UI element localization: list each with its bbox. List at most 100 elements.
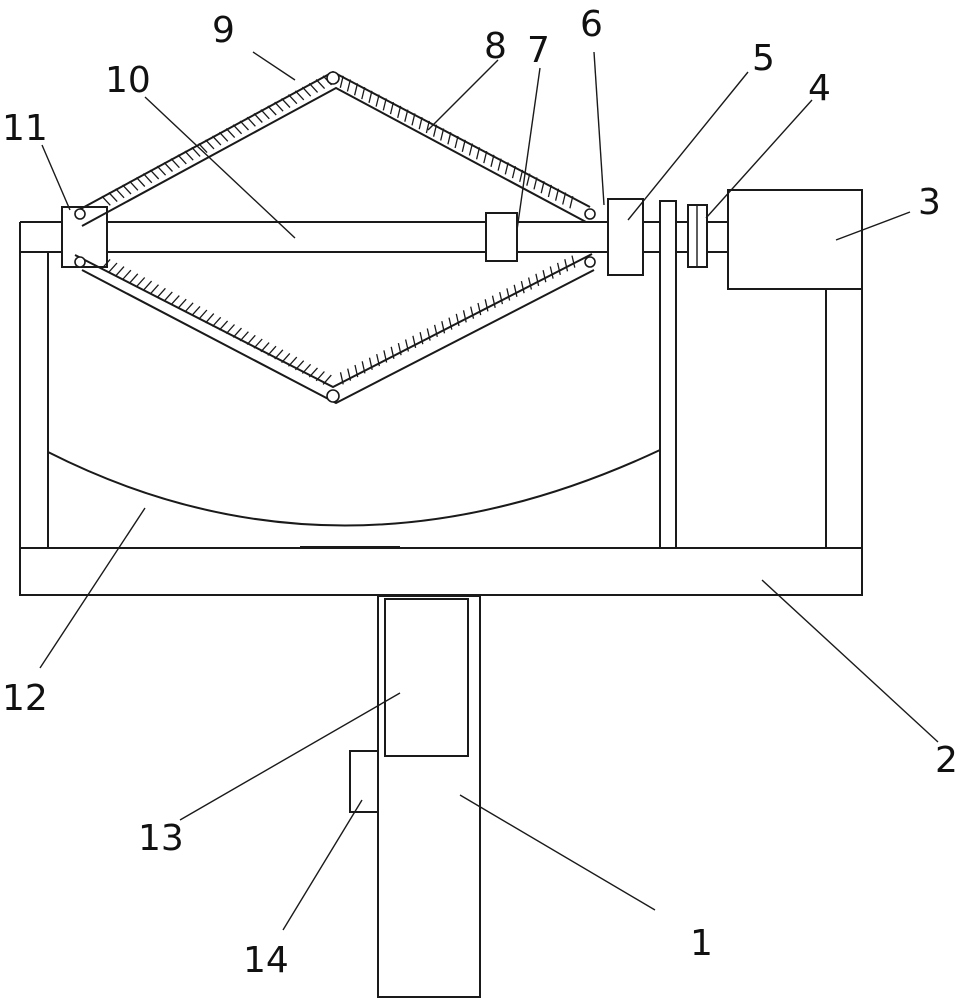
bristle (339, 75, 344, 88)
bristle (115, 266, 125, 277)
bristle (564, 259, 569, 272)
leader-12 (39, 507, 146, 669)
bristle (535, 273, 540, 287)
label-7: 7 (527, 30, 550, 71)
bristle (122, 184, 132, 195)
bristle (519, 169, 524, 183)
bristle (142, 280, 153, 291)
bristle (477, 302, 482, 316)
top-hinge-pin (326, 71, 340, 85)
bristle (556, 262, 561, 276)
bristle (101, 195, 111, 206)
bristle (475, 147, 481, 160)
left-lower-pin (74, 256, 86, 268)
leader-10 (144, 96, 296, 239)
bristle (177, 154, 187, 165)
bristle (136, 277, 146, 288)
bristle (470, 306, 475, 319)
bristle (122, 269, 132, 280)
bristle (129, 273, 139, 284)
bristle (260, 109, 270, 120)
bristle (491, 295, 496, 308)
bristle (205, 313, 215, 324)
bristle (315, 371, 325, 382)
bristle (483, 150, 488, 164)
bristle (198, 309, 208, 320)
bristle (301, 86, 312, 97)
bristle (315, 79, 326, 90)
leader-14 (282, 799, 363, 931)
bristle (322, 374, 332, 385)
bristle (432, 124, 438, 137)
bristle (218, 320, 229, 331)
upper-link-inner (81, 86, 587, 227)
bristle (419, 332, 424, 345)
label-1: 1 (690, 923, 713, 964)
bristle (267, 345, 277, 356)
bottom-hinge-pin (326, 389, 340, 403)
label-8: 8 (484, 26, 507, 67)
bristle (375, 94, 380, 107)
bristle (212, 135, 222, 146)
bristle (504, 162, 509, 175)
bristle (156, 165, 167, 176)
bristle (383, 350, 388, 363)
leader-8 (427, 59, 499, 131)
label-11: 11 (2, 108, 48, 149)
bristle (246, 334, 256, 346)
label-3: 3 (918, 182, 941, 223)
bristle (239, 331, 249, 342)
label-12: 12 (2, 678, 48, 719)
bristle (218, 131, 229, 142)
leader-13 (179, 692, 401, 821)
bristle (542, 270, 547, 283)
bristle (308, 82, 319, 93)
bristle (441, 321, 446, 334)
bristle (547, 184, 552, 198)
label-13: 13 (138, 818, 184, 859)
bristle (281, 352, 291, 364)
bristle (526, 173, 531, 186)
bristle (520, 280, 525, 294)
bristle (412, 335, 417, 349)
bristle (170, 158, 180, 169)
bristle (497, 158, 502, 171)
vertical-support-plate (659, 200, 677, 549)
bristle (232, 124, 243, 135)
switch-box (349, 750, 379, 813)
bristle (163, 161, 173, 172)
bristle (462, 310, 467, 323)
bristle (129, 180, 139, 191)
lower-link-inner (81, 269, 595, 405)
label-6: 6 (580, 4, 603, 45)
label-5: 5 (752, 38, 775, 79)
bristle (433, 324, 438, 338)
right-upper-pin (584, 208, 596, 220)
leader-11 (41, 144, 71, 211)
bristle (490, 154, 495, 167)
bristle (108, 192, 118, 203)
bristle (212, 316, 222, 327)
bristle (554, 188, 560, 201)
leader-9 (252, 51, 296, 81)
bristle (411, 113, 416, 126)
bristle (308, 367, 318, 378)
bristle (177, 298, 187, 309)
bristle (440, 128, 445, 141)
label-4: 4 (808, 68, 831, 109)
bristle (511, 165, 517, 179)
bristle (404, 339, 410, 352)
bristle (115, 188, 125, 199)
label-14: 14 (243, 940, 289, 981)
bristle (108, 262, 118, 273)
sliding-sleeve (607, 198, 644, 276)
bristle (540, 181, 545, 194)
bristle (455, 313, 460, 327)
left-upper-pin (74, 208, 86, 220)
bristle (353, 83, 359, 96)
bristle (382, 98, 387, 111)
bristle (163, 291, 173, 302)
bristle (468, 143, 474, 156)
